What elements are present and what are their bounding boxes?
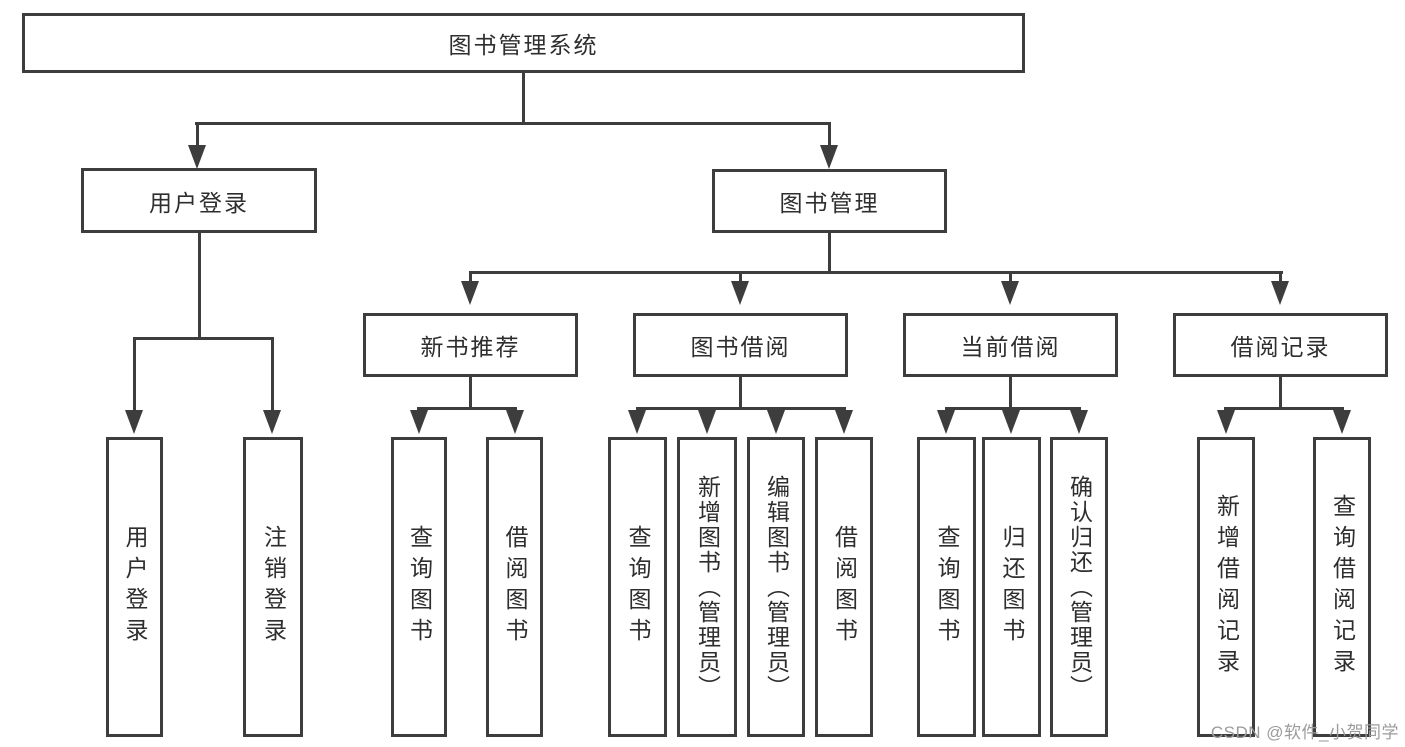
node-borrow-records: 借阅记录: [1173, 313, 1388, 377]
arrow-to-borrow-books-recommend: [506, 410, 524, 434]
leaf-query-borrow-record: 查询借阅记录: [1313, 437, 1371, 737]
arrow-to-current-borrow: [1001, 281, 1019, 305]
leaf-edit-book-admin: 编辑图书（管理员）: [747, 437, 805, 737]
node-new-book-recommend: 新书推荐: [363, 313, 578, 377]
node-current-borrow: 当前借阅: [903, 313, 1118, 377]
arrow-to-leaf-user-login: [125, 410, 143, 434]
arrow-to-query-books-recommend: [410, 410, 428, 434]
connector-borrow-rail: [636, 407, 846, 410]
leaf-add-borrow-record: 新增借阅记录: [1197, 437, 1255, 737]
connector-drop-leaf-logout: [271, 340, 274, 411]
connector-current-stem: [1009, 377, 1012, 409]
connector-records-stem: [1279, 377, 1282, 409]
node-library-management-system: 图书管理系统: [22, 13, 1025, 73]
leaf-logout: 注销登录: [243, 437, 303, 737]
connector-drop-current-borrow: [1009, 274, 1012, 283]
node-user-login: 用户登录: [81, 168, 317, 233]
connector-borrow-stem: [739, 377, 742, 409]
connector-root-stem: [522, 73, 525, 125]
connector-user-login-rail: [133, 337, 274, 340]
leaf-add-book-admin: 新增图书（管理员）: [677, 437, 737, 737]
connector-user-login-stem: [198, 233, 201, 340]
arrow-to-query-books-borrow: [628, 410, 646, 434]
connector-recommend-stem: [469, 377, 472, 409]
arrow-to-user-login: [188, 145, 206, 169]
arrow-to-add-book-admin: [698, 410, 716, 434]
connector-book-management-stem: [828, 233, 831, 274]
leaf-user-login: 用户登录: [106, 437, 163, 737]
node-book-borrow: 图书借阅: [633, 313, 848, 377]
csdn-watermark: CSDN @软件_小贺同学: [1210, 723, 1399, 742]
connector-drop-book-management: [828, 125, 831, 148]
leaf-query-books-recommend: 查询图书: [391, 437, 447, 737]
arrow-to-query-books-current: [937, 410, 955, 434]
arrow-to-edit-book-admin: [767, 410, 785, 434]
arrow-to-confirm-return-admin: [1070, 410, 1088, 434]
connector-drop-leaf-user-login: [133, 340, 136, 411]
connector-drop-new-book-recommend: [469, 274, 472, 283]
connector-drop-borrow-records: [1279, 274, 1282, 283]
connector-level2-rail: [195, 122, 831, 125]
arrow-to-book-management: [820, 145, 838, 169]
leaf-borrow-books-recommend: 借阅图书: [486, 437, 543, 737]
arrow-to-leaf-logout: [263, 410, 281, 434]
node-book-management: 图书管理: [712, 169, 947, 233]
connector-level3-rail: [469, 271, 1283, 274]
arrow-to-new-book-recommend: [461, 281, 479, 305]
arrow-to-query-borrow-record: [1333, 410, 1351, 434]
leaf-query-books-borrow: 查询图书: [608, 437, 667, 737]
arrow-to-add-borrow-record: [1217, 410, 1235, 434]
leaf-return-book: 归还图书: [982, 437, 1041, 737]
connector-drop-user-login: [196, 125, 199, 148]
arrow-to-borrow-books-borrow: [835, 410, 853, 434]
connector-current-rail: [945, 407, 1081, 410]
leaf-query-books-current: 查询图书: [917, 437, 976, 737]
leaf-confirm-return-admin: 确认归还（管理员）: [1050, 437, 1108, 737]
leaf-borrow-books-borrow: 借阅图书: [815, 437, 873, 737]
connector-drop-book-borrow: [739, 274, 742, 283]
arrow-to-book-borrow: [731, 281, 749, 305]
arrow-to-borrow-records: [1271, 281, 1289, 305]
connector-recommend-rail: [417, 407, 517, 410]
arrow-to-return-book: [1002, 410, 1020, 434]
connector-records-rail: [1224, 407, 1344, 410]
